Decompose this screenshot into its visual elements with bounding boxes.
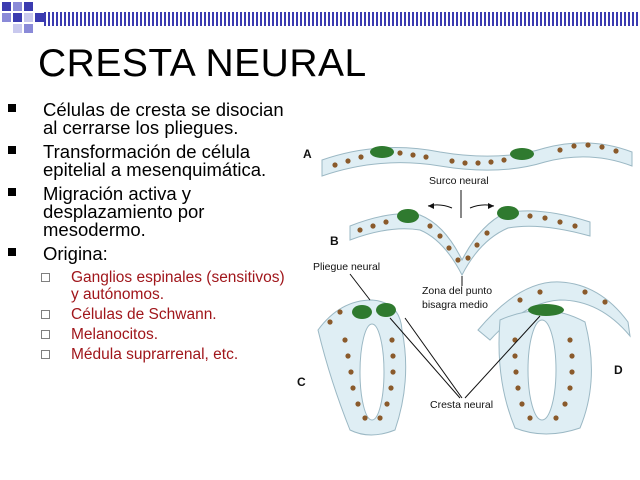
sub-bullet-marker-icon: [41, 350, 50, 359]
stage-d-neural-tube: [477, 281, 631, 435]
sub-bullet-item: Melanocitos.: [6, 326, 296, 343]
bullet-marker-icon: [8, 248, 16, 256]
bullet-item: Migración activa y desplazamiento por me…: [6, 183, 296, 240]
stage-c-neural-folds: [317, 299, 407, 436]
label-surco-neural: Surco neural: [429, 175, 489, 187]
label-cresta-neural: Cresta neural: [430, 399, 493, 411]
bullet-list: Células de cresta se disocian al cerrars…: [6, 99, 296, 366]
sub-bullet-text: Melanocitos.: [71, 326, 159, 343]
label-d: D: [614, 363, 623, 377]
sub-bullet-text: Médula suprarrenal, etc.: [71, 346, 239, 363]
sub-bullet-marker-icon: [41, 310, 50, 319]
sub-bullet-item: Ganglios espinales (sensitivos) y autóno…: [6, 269, 296, 303]
bullet-marker-icon: [8, 146, 16, 154]
neural-crest-figure: A B C: [297, 142, 633, 436]
bullet-item: Origina:: [6, 243, 296, 264]
header-stripe-band: [44, 12, 640, 26]
slide-title: CRESTA NEURAL: [38, 42, 367, 85]
sub-bullet-text: Células de Schwann.: [71, 306, 217, 323]
label-a: A: [303, 147, 312, 161]
bullet-marker-icon: [8, 188, 16, 196]
stage-b-neural-groove: [349, 206, 591, 277]
sub-bullet-marker-icon: [41, 273, 50, 282]
header-decoration: [2, 2, 640, 33]
sub-bullet-item: Células de Schwann.: [6, 306, 296, 323]
bullet-marker-icon: [8, 104, 16, 112]
label-b: B: [330, 234, 339, 248]
bullet-item: Células de cresta se disocian al cerrars…: [6, 99, 296, 138]
bullet-text: Transformación de célula epitelial a mes…: [43, 141, 267, 180]
stage-a-neural-plate: [321, 142, 633, 177]
decorative-squares: [2, 2, 44, 33]
bullet-text: Células de cresta se disocian al cerrars…: [43, 99, 284, 138]
bullet-text: Origina:: [43, 243, 108, 264]
label-c: C: [297, 375, 306, 389]
bullet-text: Migración activa y desplazamiento por me…: [43, 183, 205, 240]
sub-bullet-marker-icon: [41, 330, 50, 339]
label-bisagra-medio: bisagra medio: [422, 299, 488, 311]
bullet-item: Transformación de célula epitelial a mes…: [6, 141, 296, 180]
sub-bullet-text: Ganglios espinales (sensitivos) y autóno…: [71, 269, 285, 303]
sub-bullet-item: Médula suprarrenal, etc.: [6, 346, 296, 363]
label-zona-punto: Zona del punto: [422, 285, 492, 297]
label-pliegue-neural: Pliegue neural: [313, 261, 380, 273]
